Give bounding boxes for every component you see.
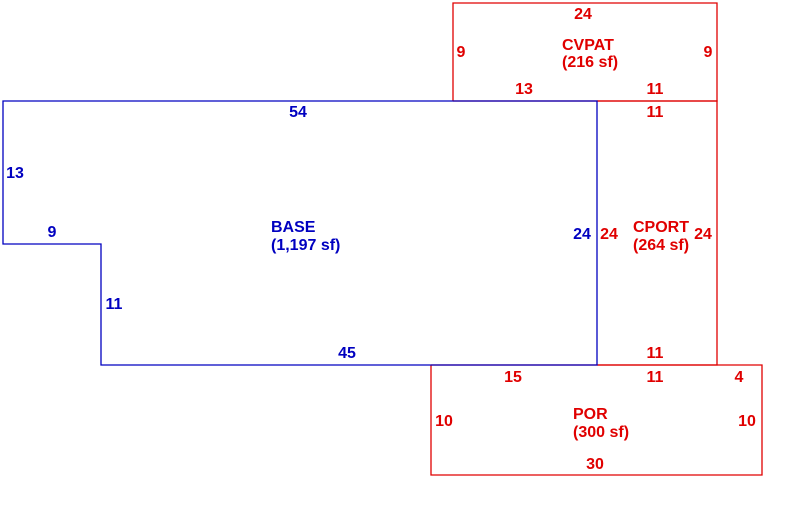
por-dim-top-left: 15	[504, 369, 522, 386]
base-dim-right: 24	[573, 226, 591, 243]
por-dim-top-right: 4	[735, 369, 744, 386]
base-dim-top: 54	[289, 104, 307, 121]
cport-area: 11 24 24 11 CPORT (264 sf)	[597, 100, 718, 366]
por-dim-right: 10	[738, 413, 756, 430]
cvpat-name: CVPAT	[562, 37, 614, 54]
cvpat-dim-left: 9	[457, 44, 466, 61]
cport-name: CPORT	[633, 219, 689, 236]
por-name: POR	[573, 406, 608, 423]
por-dim-top-mid: 11	[647, 369, 664, 386]
cport-dim-left: 24	[600, 226, 618, 243]
base-outline	[2, 100, 598, 366]
cport-dim-right: 24	[694, 226, 712, 243]
cvpat-dim-bottom-right: 11	[647, 81, 664, 98]
cvpat-dim-right: 9	[704, 44, 713, 61]
base-dim-step-side: 11	[106, 296, 123, 313]
base-dim-bottom: 45	[338, 345, 356, 362]
base-dim-left: 13	[6, 165, 24, 182]
base-name: BASE	[271, 219, 316, 236]
cvpat-dim-bottom-left: 13	[515, 81, 533, 98]
base-dim-step-top: 9	[48, 224, 57, 241]
por-area: 15 11 4 10 10 30 POR (300 sf)	[430, 364, 763, 476]
base-area: 54 13 9 11 45 24 BASE (1,197 sf)	[2, 100, 598, 366]
cport-dim-bottom: 11	[647, 345, 664, 362]
base-area-size: (1,197 sf)	[271, 237, 340, 254]
por-dim-left: 10	[435, 413, 453, 430]
por-dim-bottom: 30	[586, 456, 604, 473]
por-outline	[430, 364, 763, 476]
cvpat-dim-top: 24	[574, 6, 592, 23]
cport-dim-top: 11	[647, 104, 664, 121]
cport-area-size: (264 sf)	[633, 237, 689, 254]
cvpat-area-size: (216 sf)	[562, 54, 618, 71]
cvpat-area: 24 9 9 13 11 CVPAT (216 sf)	[452, 2, 718, 102]
por-area-size: (300 sf)	[573, 424, 629, 441]
